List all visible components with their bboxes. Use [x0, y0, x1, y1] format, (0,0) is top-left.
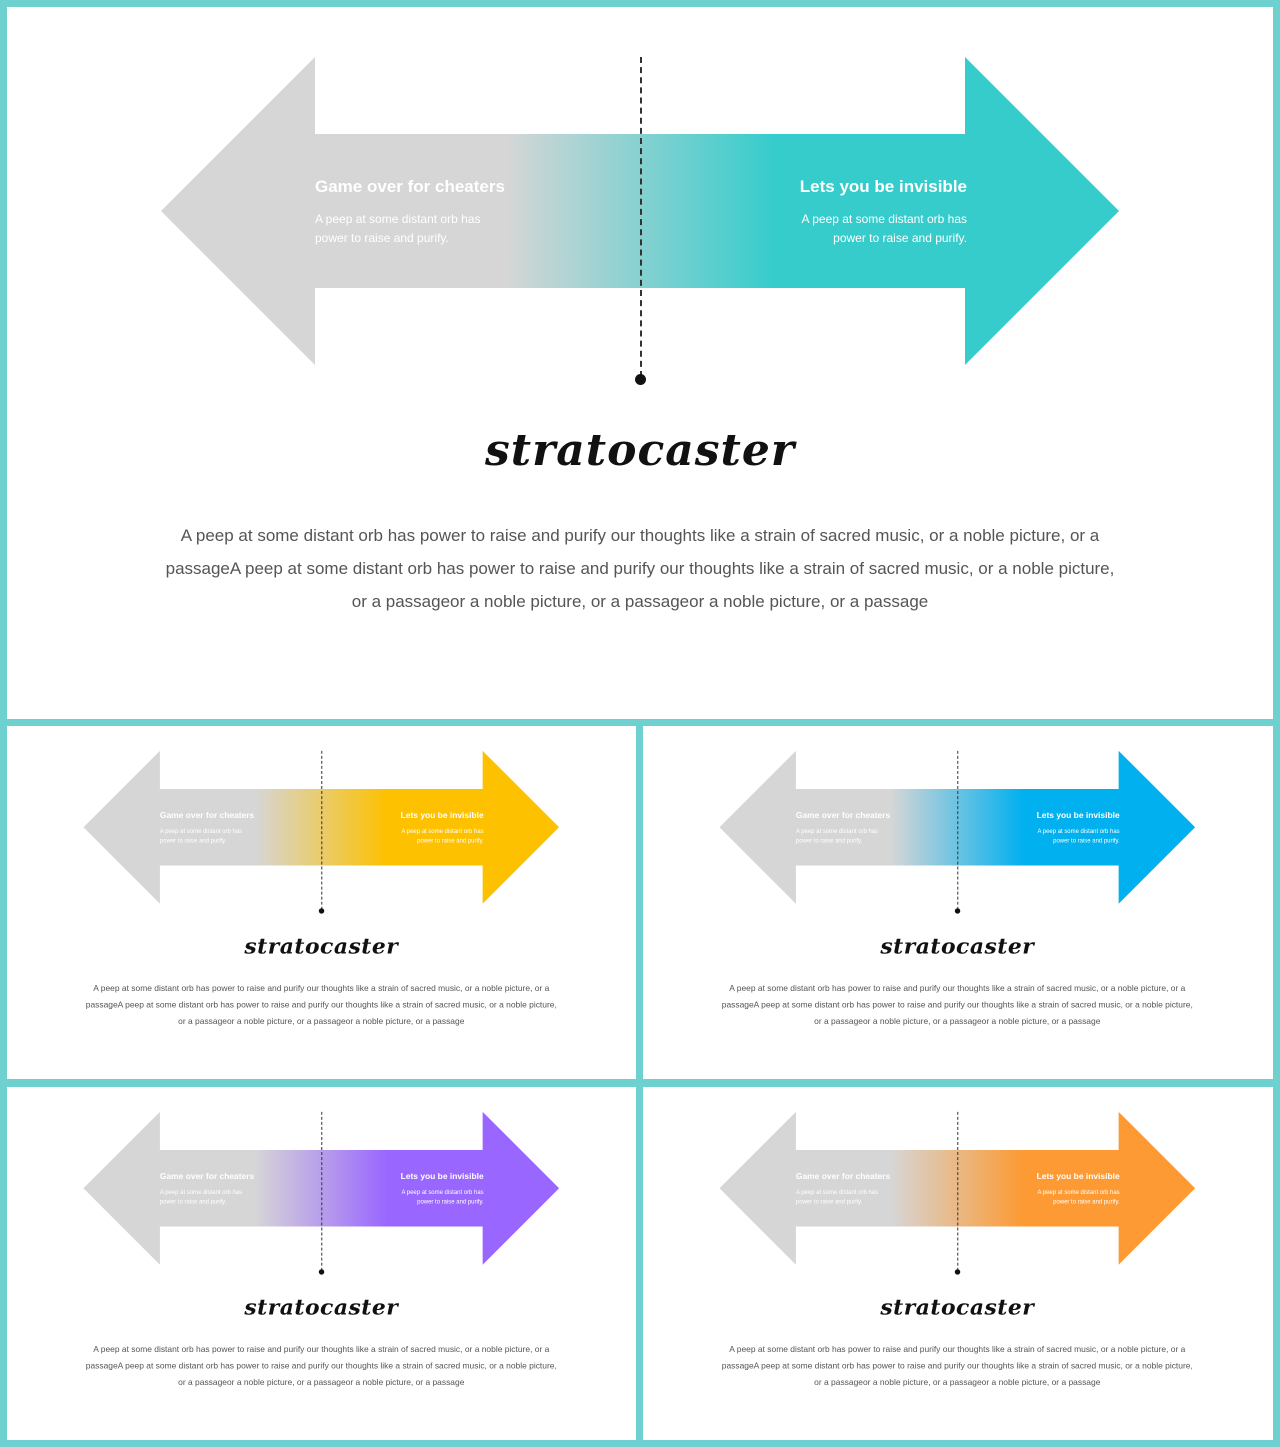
left-description: A peep at some distant orb has power to …: [159, 1188, 243, 1206]
right-title: Lets you be invisible: [799, 177, 967, 196]
slide-body-text: A peep at some distant orb has power to …: [165, 526, 1115, 611]
center-divider-dot: [318, 908, 325, 914]
slide-body-text: A peep at some distant orb has power to …: [85, 1344, 557, 1387]
center-divider-line: [321, 1111, 323, 1271]
left-description: A peep at some distant orb has power to …: [795, 1188, 879, 1206]
center-divider-dot: [954, 908, 961, 914]
slide-thumbnail-blue[interactable]: Game over for cheaters A peep at some di…: [643, 726, 1273, 1079]
right-description: A peep at some distant orb has power to …: [1037, 1188, 1120, 1206]
center-divider-line: [957, 1111, 959, 1271]
slide-heading: stratocaster: [244, 1294, 399, 1320]
right-title: Lets you be invisible: [1036, 1171, 1120, 1181]
slide-body-text: A peep at some distant orb has power to …: [721, 1344, 1193, 1387]
right-description: A peep at some distant orb has power to …: [1037, 827, 1120, 845]
slide-large[interactable]: Game over for cheaters A peep at some di…: [7, 7, 1273, 719]
slide-heading: stratocaster: [880, 1294, 1035, 1320]
slide-thumbnail-orange[interactable]: Game over for cheaters A peep at some di…: [643, 1087, 1273, 1440]
slide-heading: stratocaster: [880, 933, 1035, 959]
center-divider-line: [321, 750, 323, 910]
right-title: Lets you be invisible: [400, 810, 484, 820]
slide-content: Game over for cheaters A peep at some di…: [7, 7, 1273, 719]
left-description: A peep at some distant orb has power to …: [315, 212, 481, 245]
slide-content: Game over for cheaters A peep at some di…: [7, 726, 636, 1079]
slide-content: Game over for cheaters A peep at some di…: [7, 1087, 636, 1440]
double-arrow-shape: [719, 750, 1196, 904]
left-title: Game over for cheaters: [795, 810, 891, 820]
center-divider-line: [640, 57, 642, 377]
right-description: A peep at some distant orb has power to …: [401, 1188, 484, 1206]
right-title: Lets you be invisible: [400, 1171, 484, 1181]
slide-thumbnail-purple[interactable]: Game over for cheaters A peep at some di…: [7, 1087, 636, 1440]
center-divider-dot: [318, 1269, 325, 1275]
arrow-body: [719, 1111, 1196, 1265]
slide-heading: stratocaster: [244, 933, 399, 959]
slide-content: Game over for cheaters A peep at some di…: [643, 726, 1272, 1079]
center-divider-dot: [635, 374, 646, 385]
left-title: Game over for cheaters: [795, 1171, 891, 1181]
arrow-body: [719, 750, 1196, 904]
left-description: A peep at some distant orb has power to …: [159, 827, 243, 845]
right-description: A peep at some distant orb has power to …: [401, 827, 484, 845]
left-description: A peep at some distant orb has power to …: [795, 827, 879, 845]
slide-body-text: A peep at some distant orb has power to …: [721, 983, 1193, 1026]
slide-body-text: A peep at some distant orb has power to …: [85, 983, 557, 1026]
left-title: Game over for cheaters: [159, 1171, 255, 1181]
slide-heading: stratocaster: [484, 425, 796, 476]
left-title: Game over for cheaters: [159, 810, 255, 820]
slide-thumbnail-yellow[interactable]: Game over for cheaters A peep at some di…: [7, 726, 636, 1079]
center-divider-line: [957, 750, 959, 910]
left-title: Game over for cheaters: [315, 177, 505, 196]
double-arrow-shape: [719, 1111, 1196, 1265]
right-description: A peep at some distant orb has power to …: [801, 212, 967, 245]
right-title: Lets you be invisible: [1036, 810, 1120, 820]
slide-content: Game over for cheaters A peep at some di…: [643, 1087, 1272, 1440]
center-divider-dot: [954, 1269, 961, 1275]
